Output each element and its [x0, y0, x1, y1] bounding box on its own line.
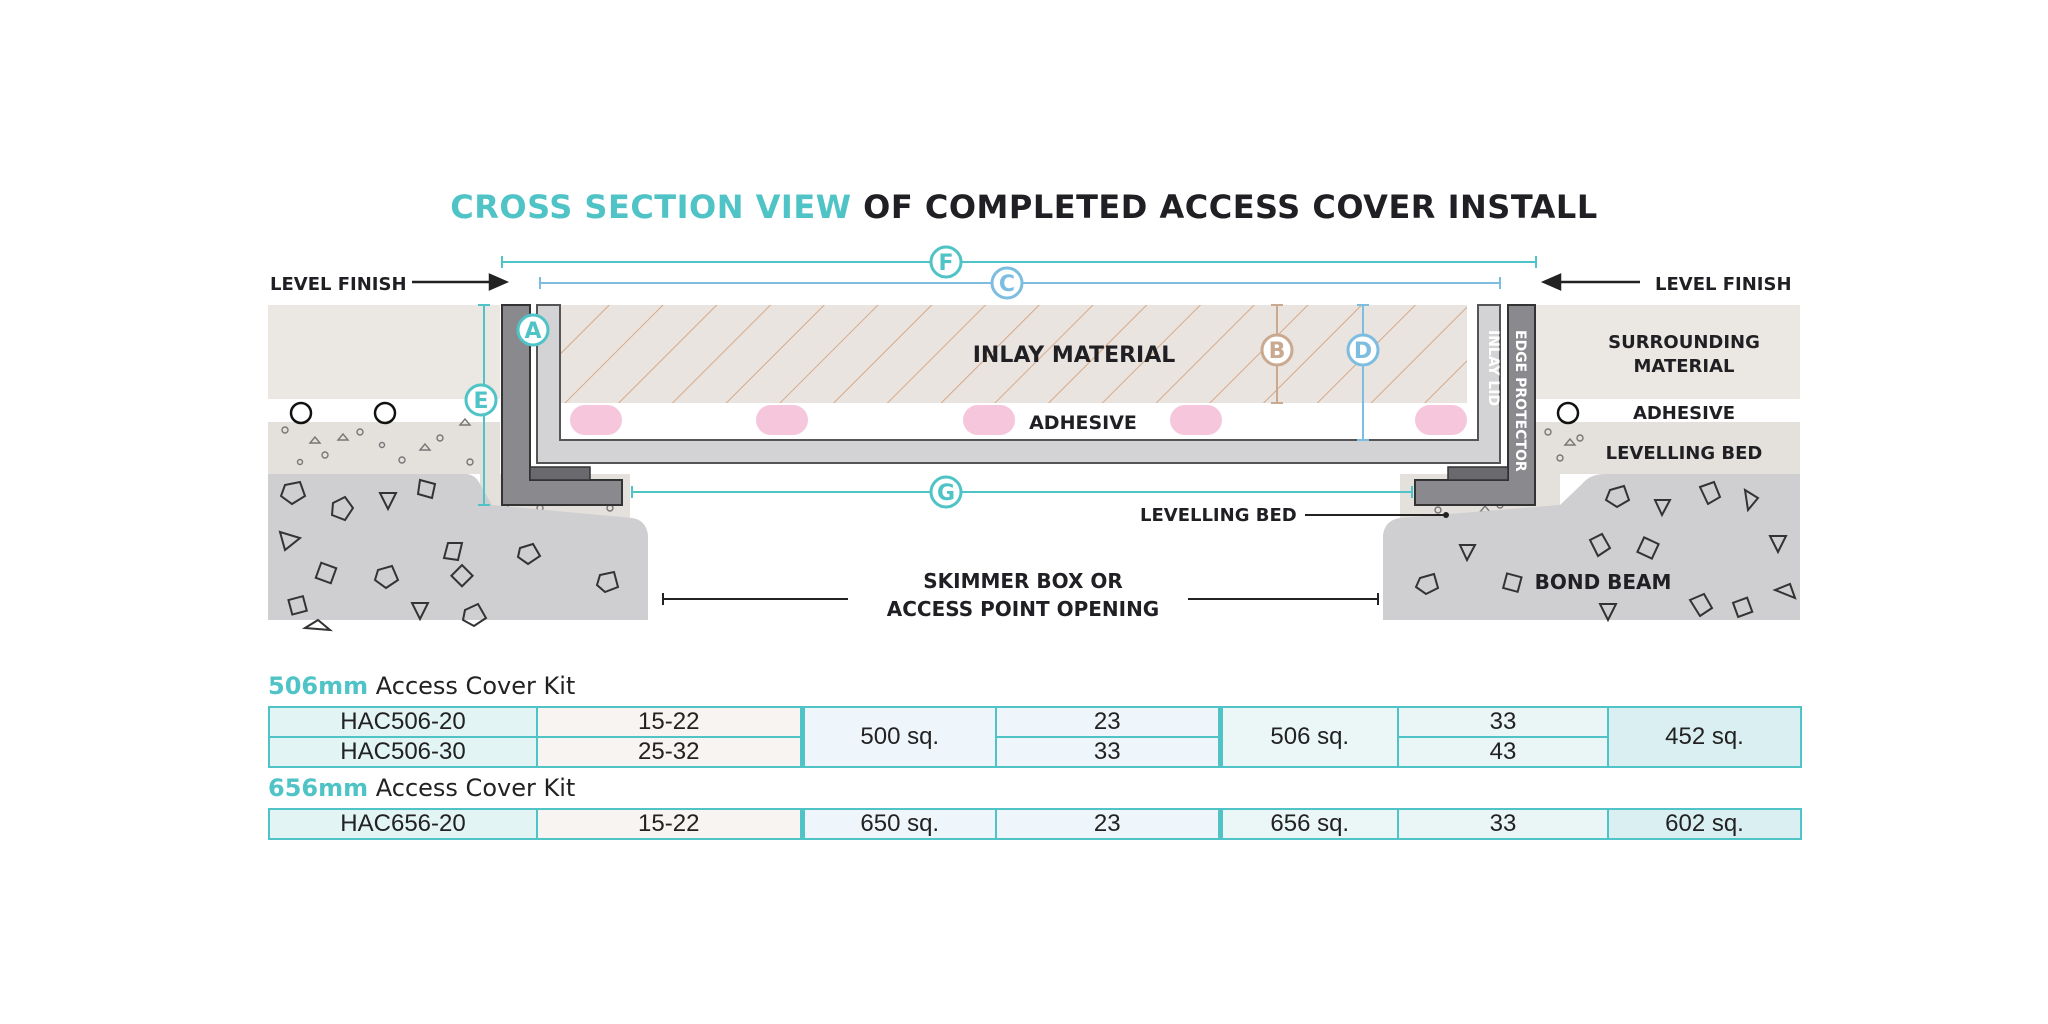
- kit-code-cell: HAC506-30: [268, 736, 538, 768]
- page-title: CROSS SECTION VIEW OF COMPLETED ACCESS C…: [0, 188, 2048, 226]
- edge-protector-left-foot: [529, 466, 591, 481]
- rebar-circles: [289, 401, 1580, 425]
- tile-range-cell: 15-22: [536, 808, 803, 840]
- opening-size-cell: 500 sq.: [799, 706, 997, 768]
- dim-e-cell: 33: [1397, 706, 1609, 738]
- level-finish-arrows: [412, 273, 1640, 291]
- kit-code-cell: HAC656-20: [268, 808, 538, 840]
- tile-range-cell: 15-22: [536, 706, 803, 738]
- adhesive-center-label: ADHESIVE: [1029, 412, 1137, 434]
- overall-size-cell: 656 sq.: [1217, 808, 1399, 840]
- marker-c: C: [999, 272, 1015, 297]
- dim-c-cell: 33: [995, 736, 1221, 768]
- surrounding-material-left: [268, 305, 500, 399]
- title-accent: CROSS SECTION VIEW: [450, 188, 852, 226]
- inlay-material: [560, 305, 1467, 403]
- skimmer-label-1: SKIMMER BOX OR: [923, 569, 1123, 593]
- clear-opening-cell: 452 sq.: [1607, 706, 1802, 768]
- dimension-d: [1357, 304, 1369, 441]
- inlay-material-label: INLAY MATERIAL: [973, 343, 1176, 368]
- levelling-bed-right: [1535, 422, 1800, 474]
- dim-c-cell: 23: [995, 808, 1221, 840]
- surrounding-material-right: [1535, 305, 1800, 399]
- kit-506-title: 506mm Access Cover Kit: [268, 672, 575, 700]
- inlay-lid-label: INLAY LID: [1485, 330, 1501, 406]
- kit-506-table: HAC506-20 15-22 500 sq. 23 506 sq. 33 45…: [268, 706, 1802, 768]
- opening-size-cell: 650 sq.: [799, 808, 997, 840]
- kit-506-size: 506mm: [268, 672, 369, 700]
- clear-opening-cell: 602 sq.: [1607, 808, 1802, 840]
- kit-506-name: Access Cover Kit: [375, 672, 576, 700]
- marker-g: G: [937, 481, 955, 506]
- bond-beam-label: BOND BEAM: [1535, 570, 1672, 594]
- level-finish-right-label: LEVEL FINISH: [1655, 274, 1792, 295]
- kit-656-size: 656mm: [268, 774, 369, 802]
- dimension-e: [501, 256, 1537, 268]
- surrounding-material-label-2: MATERIAL: [1634, 356, 1735, 377]
- surrounding-material-label-1: SURROUNDING: [1608, 332, 1760, 353]
- marker-e: F: [938, 251, 953, 276]
- levelling-bed-right-label: LEVELLING BED: [1606, 443, 1763, 464]
- skimmer-label-2: ACCESS POINT OPENING: [887, 597, 1159, 621]
- concrete-block-left: [268, 474, 648, 620]
- table-row: HAC506-20 15-22 500 sq. 23 506 sq. 33 45…: [268, 706, 1802, 768]
- level-finish-left-label: LEVEL FINISH: [270, 274, 407, 295]
- table-row: HAC656-20 15-22 650 sq. 23 656 sq. 33 60…: [268, 808, 1802, 840]
- dim-c-cell: 23: [995, 706, 1221, 738]
- kit-code-cell: HAC506-20: [268, 706, 538, 738]
- dim-e-cell: 33: [1397, 808, 1609, 840]
- kit-656-name: Access Cover Kit: [375, 774, 576, 802]
- edge-protector-left: [501, 304, 623, 506]
- dim-e-cell: 43: [1397, 736, 1609, 768]
- overall-size-cell: 506 sq.: [1217, 706, 1399, 768]
- aggregate-pattern: [278, 478, 1797, 632]
- skimmer-leaders: [662, 593, 1379, 605]
- tile-range-cell: 25-32: [536, 736, 803, 768]
- marker-d: D: [1354, 339, 1372, 364]
- dimension-g: [631, 486, 1413, 498]
- marker-f: E: [473, 389, 488, 414]
- kit-656-table: HAC656-20 15-22 650 sq. 23 656 sq. 33 60…: [268, 808, 1802, 840]
- kit-656-title: 656mm Access Cover Kit: [268, 774, 575, 802]
- inlay-lid: [536, 304, 1501, 464]
- edge-protector-right-foot: [1447, 466, 1509, 481]
- edge-protector-label: EDGE PROTECTOR: [1512, 330, 1528, 472]
- marker-a: A: [524, 319, 541, 344]
- adhesive-right-label: ADHESIVE: [1633, 403, 1735, 424]
- table-row: HAC506-30 25-32 33 43: [268, 736, 1801, 768]
- levelling-bed-left: [268, 422, 500, 474]
- marker-b: B: [1269, 339, 1286, 364]
- levelling-bed-center-label: LEVELLING BED: [1140, 505, 1297, 526]
- title-rest: OF COMPLETED ACCESS COVER INSTALL: [863, 188, 1598, 226]
- adhesive-blobs: [570, 405, 1467, 435]
- concrete-block-right: [1383, 474, 1800, 620]
